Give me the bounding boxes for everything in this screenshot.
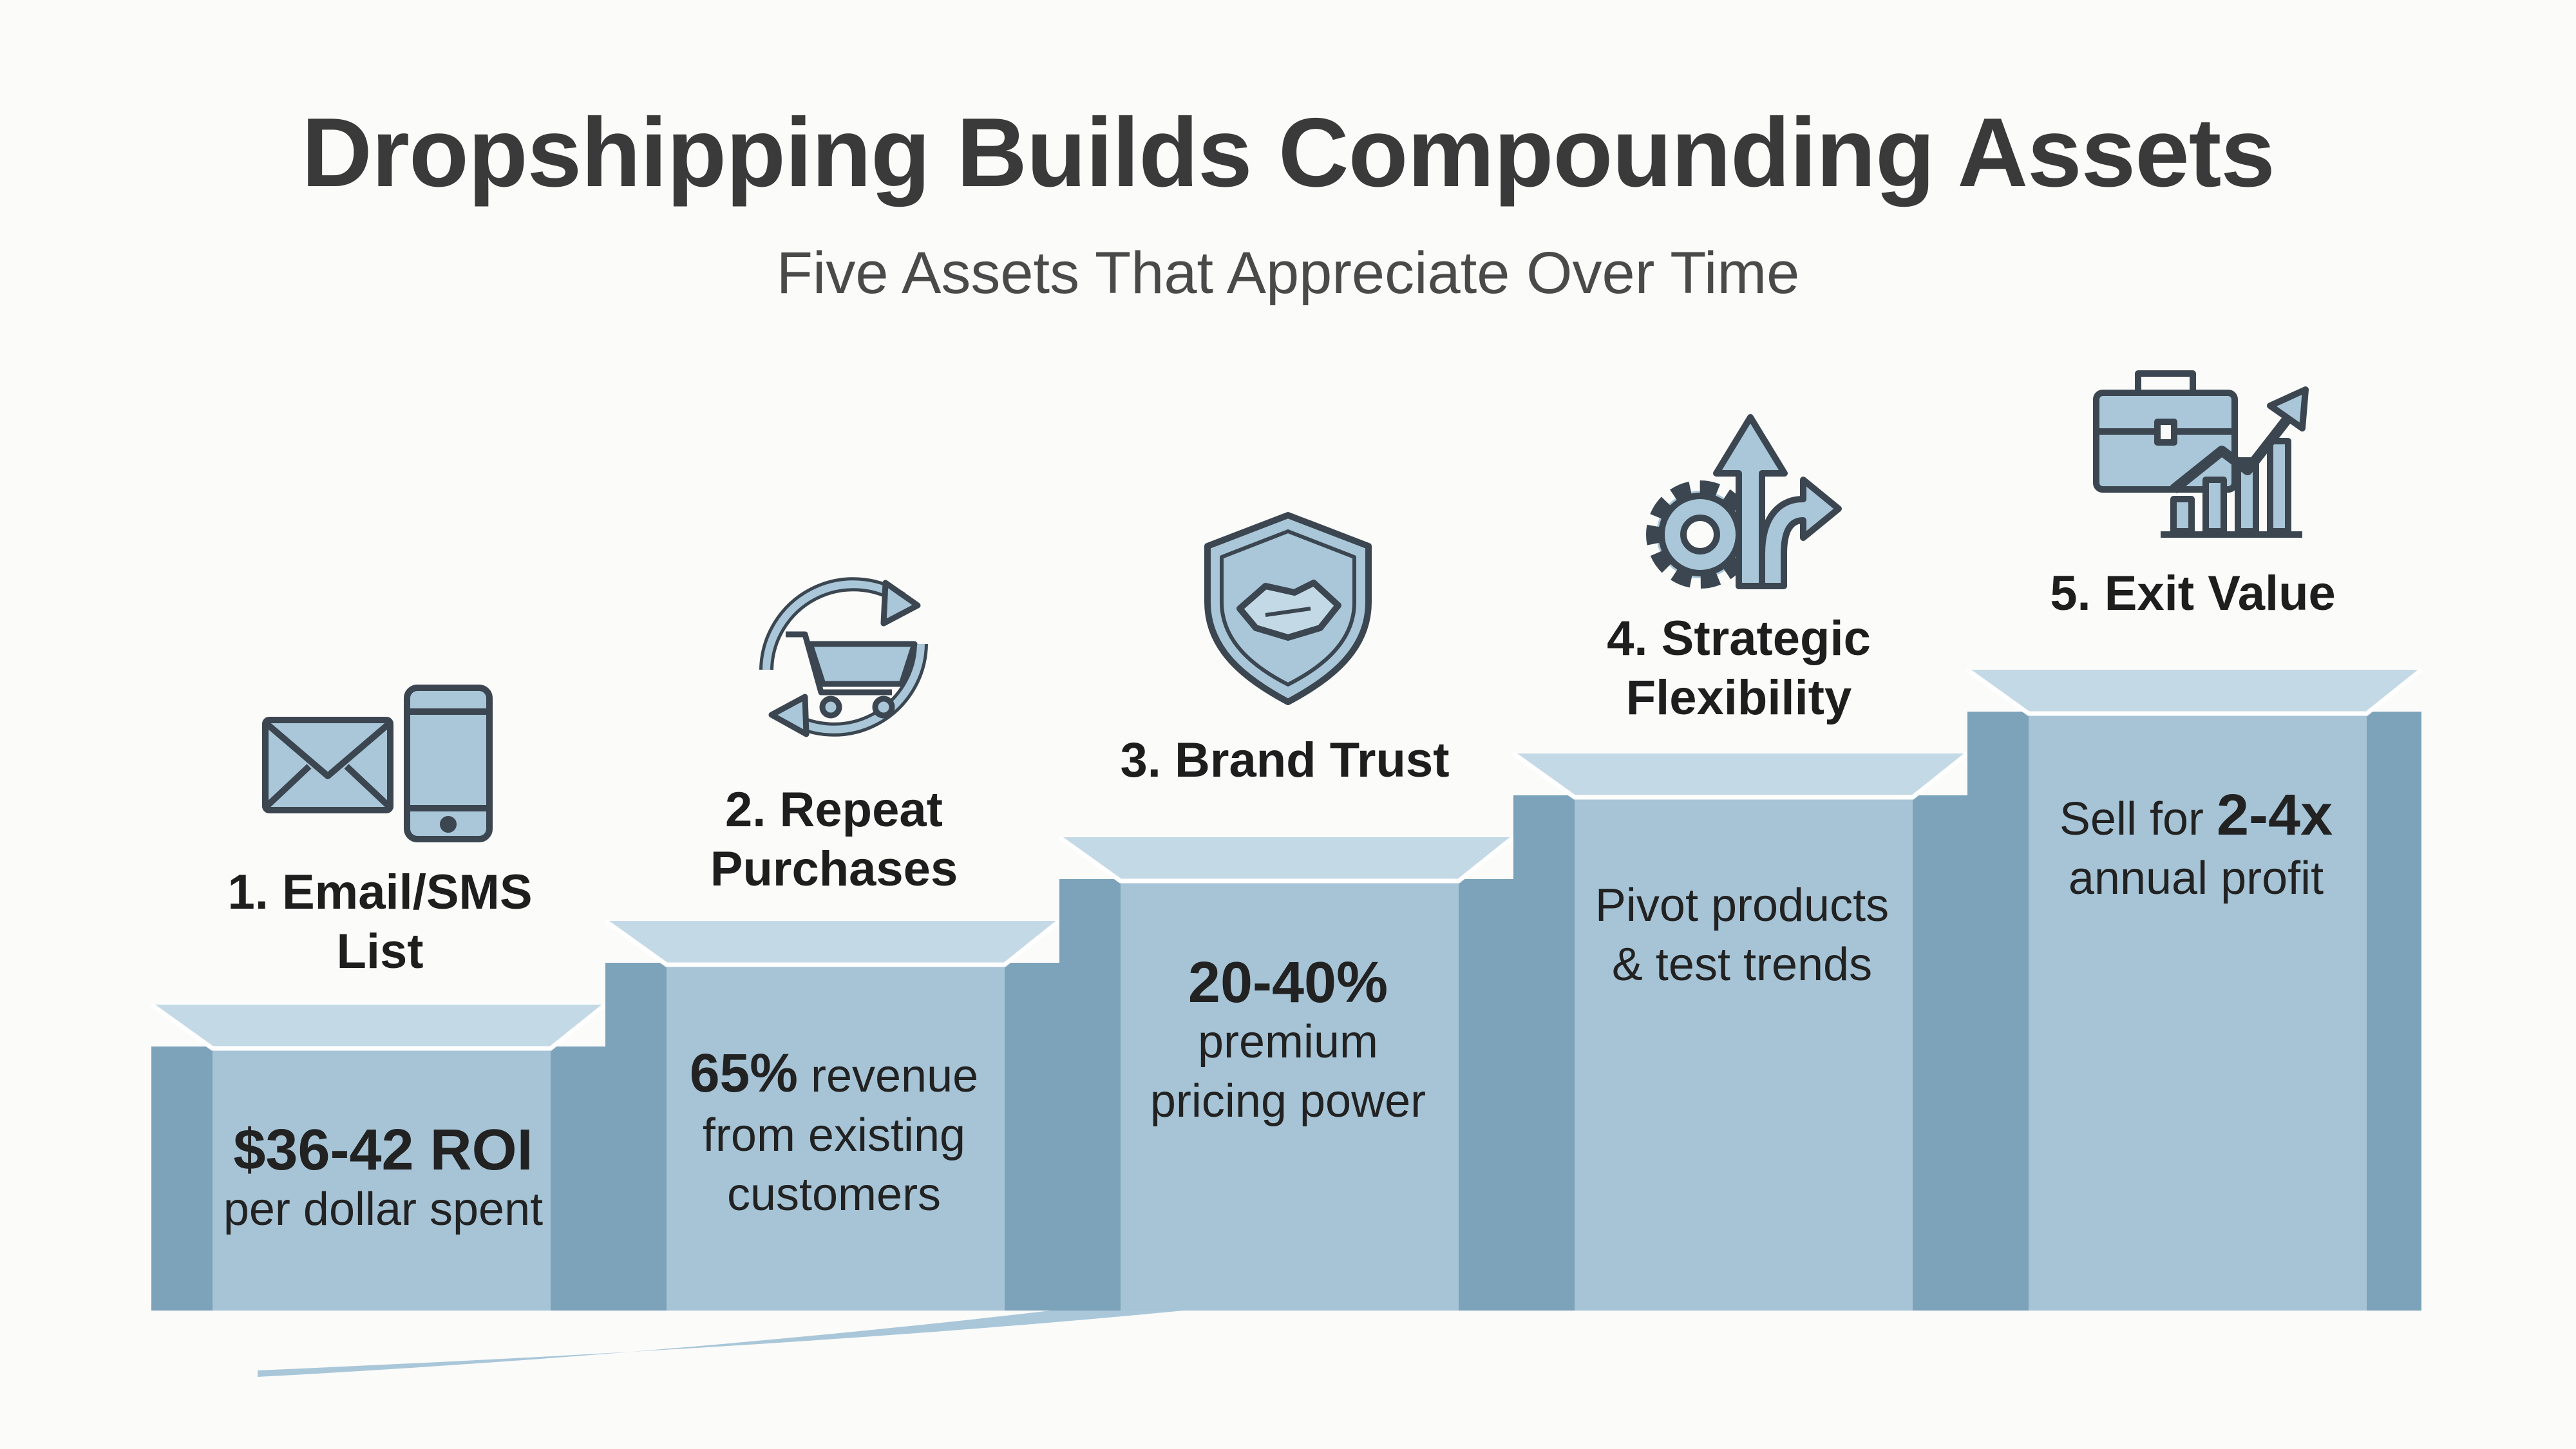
shield-handshake-icon xyxy=(1204,512,1372,705)
step-5-box xyxy=(1965,668,2423,1311)
step-2-stat-value: 65% xyxy=(689,1043,798,1103)
cart-cycle-icon xyxy=(759,577,928,737)
step-3-box xyxy=(1057,835,1515,1311)
step-1-stat: $36-42 ROI per dollar spent xyxy=(187,1121,580,1239)
step-3-label: 3. Brand Trust xyxy=(1088,731,1481,790)
step-4-stat-caption: & test trends xyxy=(1611,939,1873,990)
step-4-label-line: Flexibility xyxy=(1625,670,1852,725)
step-2-stat-caption: customers xyxy=(726,1169,942,1220)
step-5-stat-prefix: Sell for xyxy=(2059,793,2204,845)
step-3-stat-caption: premium xyxy=(1197,1016,1379,1068)
step-3-stat-caption: pricing power xyxy=(1150,1075,1426,1127)
step-1-label-line: List xyxy=(336,924,424,979)
page-title: Dropshipping Builds Compounding Assets xyxy=(301,98,2275,207)
step-2-label-line: Purchases xyxy=(710,842,958,896)
step-1-stat-value: $36-42 ROI xyxy=(233,1118,533,1182)
step-5-label: 5. Exit Value xyxy=(1996,564,2389,623)
step-1-label-line: 1. Email/SMS xyxy=(227,865,533,920)
gear-arrows-icon xyxy=(1646,414,1842,589)
step-2-stat-caption: revenue xyxy=(810,1050,979,1102)
step-3-stat: 20-40% premium pricing power xyxy=(1092,953,1484,1131)
step-4-label-line: 4. Strategic xyxy=(1607,611,1871,666)
page-subtitle: Five Assets That Appreciate Over Time xyxy=(776,240,1800,306)
step-1-label: 1. Email/SMS List xyxy=(184,863,576,981)
step-1-stat-caption: per dollar spent xyxy=(223,1184,544,1235)
step-4-stat-caption: Pivot products xyxy=(1595,880,1889,931)
step-2-box xyxy=(603,919,1061,1311)
step-5-stat-line: Sell for 2-4x xyxy=(2000,786,2392,849)
smartphone-icon xyxy=(404,685,493,842)
step-2-stat-caption: from existing xyxy=(702,1110,966,1161)
briefcase-growth-icon xyxy=(2093,370,2309,538)
step-2-label: 2. Repeat Purchases xyxy=(638,781,1030,899)
step-3-stat-value: 20-40% xyxy=(1188,951,1388,1015)
step-5-stat-value: 2-4x xyxy=(2216,783,2333,848)
step-5-stat-caption: annual profit xyxy=(2068,853,2324,904)
step-4-box xyxy=(1511,752,1969,1311)
step-2-stat-line: 65% revenue xyxy=(638,1043,1030,1106)
step-3-label-line: 3. Brand Trust xyxy=(1120,733,1450,788)
step-5-stat: Sell for 2-4x annual profit xyxy=(2000,786,2392,908)
step-2-label-line: 2. Repeat xyxy=(725,782,943,837)
step-5-label-line: 5. Exit Value xyxy=(2050,566,2336,621)
step-2-stat: 65% revenue from existing customers xyxy=(638,1043,1030,1224)
step-4-label: 4. Strategic Flexibility xyxy=(1542,609,1935,728)
envelope-icon xyxy=(262,717,393,813)
step-1-box xyxy=(149,1003,607,1311)
step-4-stat: Pivot products & test trends xyxy=(1546,876,1938,994)
